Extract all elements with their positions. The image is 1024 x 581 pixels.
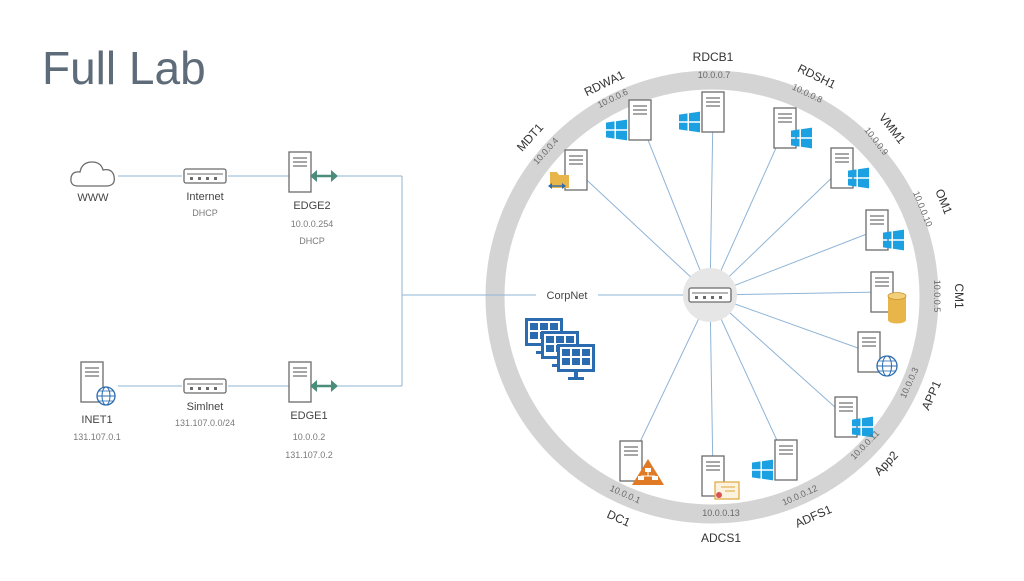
router-arrow-icon xyxy=(308,168,340,184)
cm1-label: CM1 xyxy=(952,283,966,309)
spoke-dc1 xyxy=(630,294,711,462)
edge2-node[interactable]: EDGE2 10.0.0.254 DHCP xyxy=(288,151,340,246)
hub-spokes xyxy=(575,111,883,477)
rdcb1-label: RDCB1 xyxy=(693,50,734,64)
directory-tree-icon xyxy=(632,459,664,485)
spoke-om1 xyxy=(709,229,878,296)
app1-label: APP1 xyxy=(919,378,944,412)
globe-icon xyxy=(96,386,116,406)
corpnet-hub[interactable] xyxy=(683,268,737,322)
server-icon xyxy=(628,99,652,141)
edge1-label: EDGE1 xyxy=(290,410,327,422)
dc1-server[interactable] xyxy=(619,440,664,485)
simlnet-node[interactable]: Simlnet 131.107.0.0/24 xyxy=(175,378,235,428)
spoke-cm1 xyxy=(709,291,883,296)
www-label: WWW xyxy=(77,192,109,204)
spoke-rdsh1 xyxy=(709,127,786,296)
edge2-ip: 10.0.0.254 xyxy=(291,219,334,229)
rdcb1-server[interactable] xyxy=(679,91,725,133)
edge2-ip2: DHCP xyxy=(299,236,325,246)
spoke-rdwa1 xyxy=(639,119,711,296)
globe-icon xyxy=(876,355,898,377)
spoke-mdt1 xyxy=(575,169,711,296)
rdcb1-ip: 10.0.0.7 xyxy=(698,70,731,80)
simlnet-sub: 131.107.0.0/24 xyxy=(175,418,235,428)
switch-icon xyxy=(688,287,732,303)
internet-node[interactable]: Internet DHCP xyxy=(183,168,227,218)
cloud-icon xyxy=(70,161,115,187)
spoke-adcs1 xyxy=(709,294,714,477)
edge1-node[interactable]: EDGE1 10.0.0.2 131.107.0.2 xyxy=(285,361,340,460)
switch-icon xyxy=(183,378,227,394)
database-icon xyxy=(887,292,907,324)
certificate-icon xyxy=(714,481,740,500)
server-icon xyxy=(288,151,312,193)
spoke-rdcb1 xyxy=(709,111,714,296)
adfs1-label: ADFS1 xyxy=(793,502,834,531)
inet1-ip: 131.107.0.1 xyxy=(73,432,121,442)
windows-icon xyxy=(752,459,773,481)
switch-icon xyxy=(183,168,227,184)
left-wires xyxy=(118,175,688,387)
router-arrow-icon xyxy=(308,378,340,394)
www-node[interactable]: WWW xyxy=(70,161,115,204)
server-icon xyxy=(774,439,798,481)
app2-server[interactable] xyxy=(834,396,873,438)
inet1-label: INET1 xyxy=(81,414,112,426)
adcs1-server[interactable] xyxy=(701,455,740,500)
mdt1-server[interactable] xyxy=(548,149,588,191)
corpnet-ring xyxy=(485,70,939,524)
edge1-ip2: 131.107.0.2 xyxy=(285,450,333,460)
server-icon xyxy=(288,361,312,403)
windows-icon xyxy=(679,111,700,133)
edge1-ip: 10.0.0.2 xyxy=(293,432,326,442)
spoke-adfs1 xyxy=(709,294,787,461)
spoke-app1 xyxy=(709,294,870,353)
dc1-label: DC1 xyxy=(605,507,633,530)
corpnet-label: CorpNet xyxy=(547,290,588,302)
cm1-ip: 10.0.0.5 xyxy=(932,280,942,313)
page-title: Full Lab xyxy=(42,42,206,94)
client-monitors-icon[interactable] xyxy=(525,318,595,380)
windows-icon xyxy=(606,119,627,141)
cm1-server[interactable] xyxy=(870,271,907,324)
om1-label: OM1 xyxy=(932,187,955,217)
om1-server[interactable] xyxy=(865,209,904,251)
edge2-label: EDGE2 xyxy=(293,200,330,212)
adcs1-label: ADCS1 xyxy=(701,531,741,545)
spoke-vmm1 xyxy=(709,167,843,296)
server-icon xyxy=(701,91,725,133)
internet-sub: DHCP xyxy=(192,208,218,218)
inet1-node[interactable]: INET1 131.107.0.1 xyxy=(73,361,121,442)
adcs1-ip: 10.0.0.13 xyxy=(702,508,740,518)
internet-label: Internet xyxy=(186,191,223,203)
simlnet-label: Simlnet xyxy=(187,401,224,413)
rdsh1-server[interactable] xyxy=(773,107,812,149)
app1-server[interactable] xyxy=(857,331,898,377)
folder-transfer-icon xyxy=(548,172,569,189)
adfs1-server[interactable] xyxy=(752,439,798,481)
spoke-app2 xyxy=(709,294,847,418)
ring-server-icons xyxy=(548,91,907,500)
